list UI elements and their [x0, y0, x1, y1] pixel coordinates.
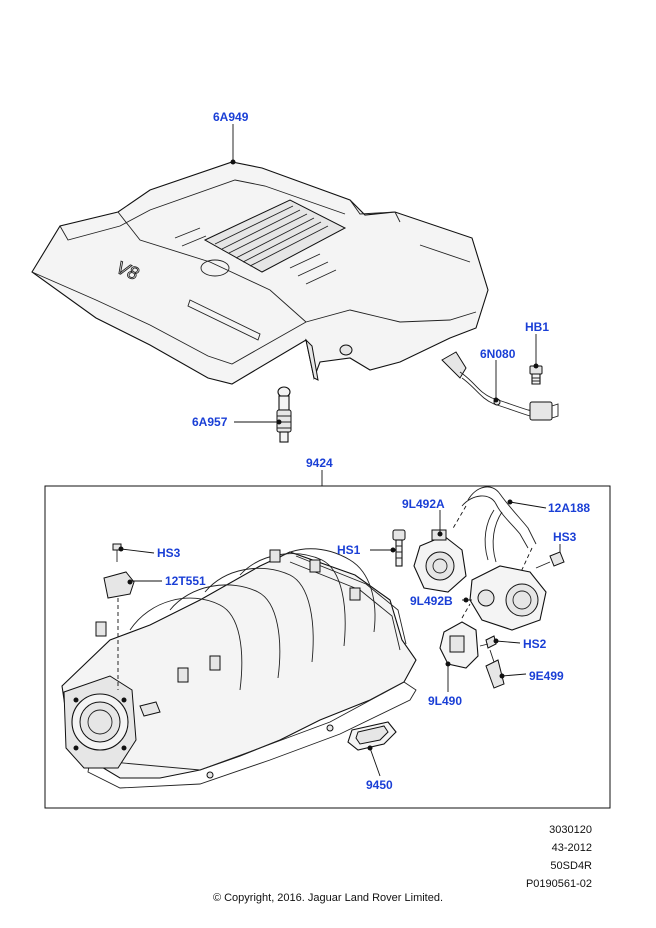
- manifold-assembly-frame: [44, 485, 611, 809]
- reference-line-1: 3030120: [549, 824, 592, 836]
- callout-hb1: HB1: [525, 320, 549, 334]
- callout-12t551: 12T551: [165, 574, 206, 588]
- callout-12a188: 12A188: [548, 501, 590, 515]
- actuator-9l490: [439, 603, 479, 669]
- callout-9450: 9450: [366, 778, 393, 792]
- leader-lines: [118, 124, 561, 777]
- reference-line-2: 43-2012: [551, 842, 592, 854]
- hose-12a188: [451, 486, 537, 575]
- callout-hs3-left: HS3: [157, 546, 181, 560]
- callout-9e499: 9E499: [529, 669, 564, 683]
- throttle-body-b: [463, 565, 547, 631]
- callout-hs3-right: HS3: [553, 530, 577, 544]
- callout-9l490: 9L490: [428, 694, 462, 708]
- screw-hs2: [479, 635, 497, 649]
- callout-6a949: 6A949: [213, 110, 249, 124]
- harness-bolt: [529, 365, 543, 385]
- screw-hs3-left: [112, 543, 122, 562]
- sensor-12t551: [103, 571, 135, 690]
- reference-line-4: P0190561-02: [525, 878, 592, 890]
- throttle-body-a: [413, 529, 467, 593]
- reference-line-3: 50SD4R: [550, 860, 592, 872]
- callout-9424: 9424: [306, 456, 333, 470]
- callout-9l492a: 9L492A: [402, 497, 445, 511]
- screw-hs1: [392, 529, 406, 567]
- copyright-notice: © Copyright, 2016. Jaguar Land Rover Lim…: [212, 892, 444, 904]
- callout-hs2: HS2: [523, 637, 547, 651]
- callout-9l492b: 9L492B: [410, 594, 453, 608]
- callout-6a957: 6A957: [192, 415, 228, 429]
- screw-hs3-right: [535, 551, 565, 569]
- gasket-9450: [347, 721, 397, 751]
- engine-cover: V8: [31, 161, 489, 385]
- callout-6n080: 6N080: [480, 347, 516, 361]
- intake-manifold: [61, 548, 417, 789]
- connector-9e499: [485, 649, 505, 689]
- wiring-harness: [441, 351, 559, 421]
- cover-stud: [276, 386, 292, 443]
- callout-hs1: HS1: [337, 543, 361, 557]
